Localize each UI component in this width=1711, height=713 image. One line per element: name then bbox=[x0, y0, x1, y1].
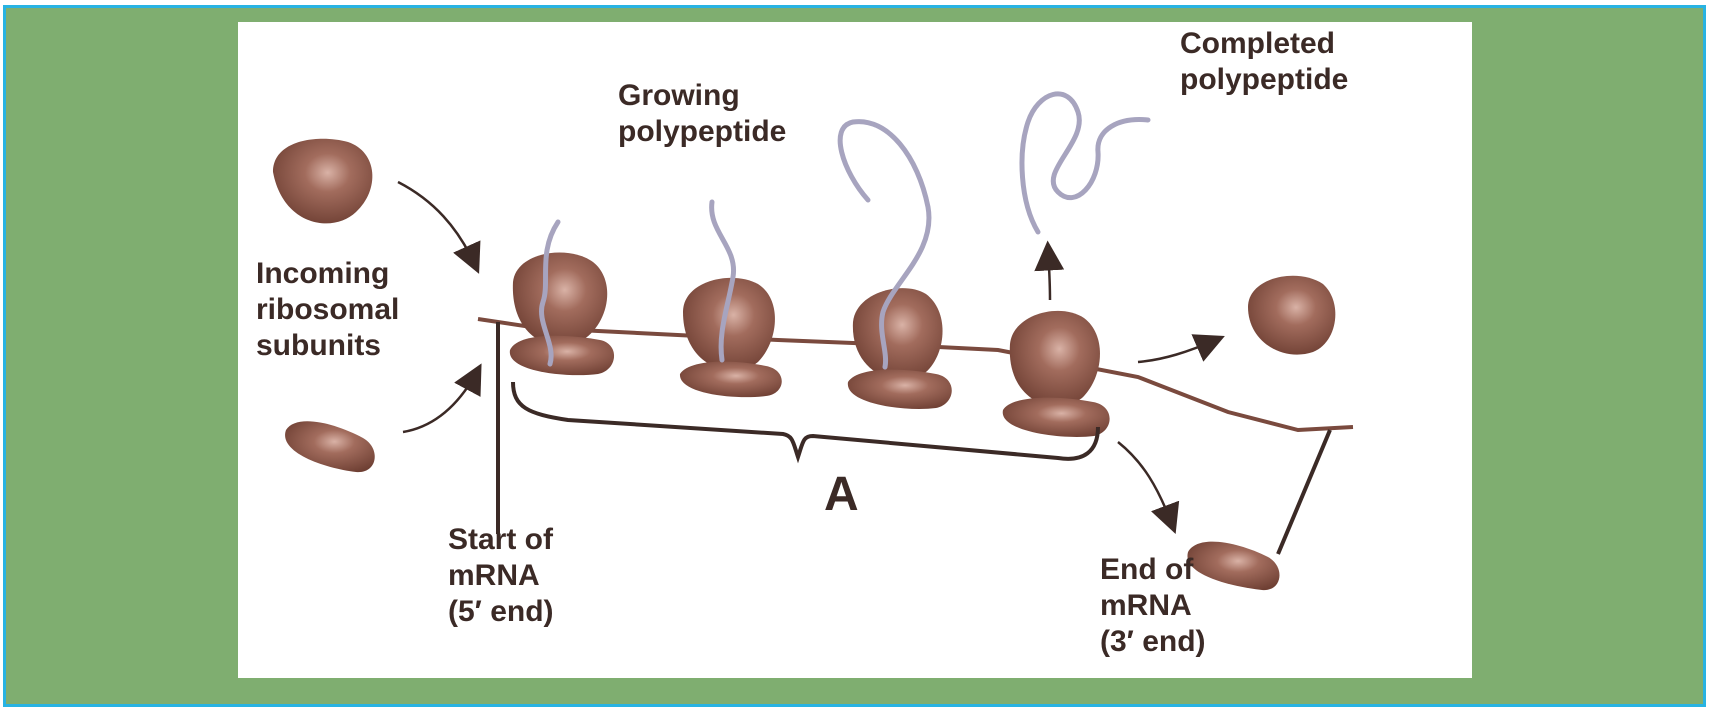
growing-polypeptide-label: Growing polypeptide bbox=[618, 78, 786, 150]
outgoing-large-subunit bbox=[1248, 276, 1335, 355]
arrow-outgoing-small bbox=[1118, 442, 1173, 527]
diagram-panel: Incoming ribosomal subunits Growing poly… bbox=[238, 22, 1472, 678]
incoming-large-subunit bbox=[273, 139, 372, 224]
completed-polypeptide bbox=[1022, 94, 1148, 232]
ribosome-1 bbox=[510, 222, 614, 375]
ribosome-2 bbox=[680, 202, 782, 397]
bracket-a-label: A bbox=[824, 470, 859, 520]
arrow-release-polypeptide bbox=[1048, 248, 1050, 300]
ribosome-3 bbox=[840, 122, 952, 409]
incoming-small-subunit bbox=[285, 421, 375, 472]
polyribosome-illustration bbox=[238, 22, 1472, 678]
ribosome-4 bbox=[1003, 311, 1110, 437]
end-mrna-label: End of mRNA (3′ end) bbox=[1100, 552, 1206, 660]
incoming-subunits-label: Incoming ribosomal subunits bbox=[256, 256, 399, 364]
end-mrna-leader bbox=[1278, 430, 1330, 554]
arrow-incoming-small bbox=[403, 370, 478, 432]
arrow-incoming-large bbox=[398, 182, 476, 267]
completed-polypeptide-label: Completed polypeptide bbox=[1180, 26, 1348, 98]
start-mrna-label: Start of mRNA (5′ end) bbox=[448, 522, 554, 630]
arrow-outgoing-large bbox=[1138, 339, 1218, 362]
